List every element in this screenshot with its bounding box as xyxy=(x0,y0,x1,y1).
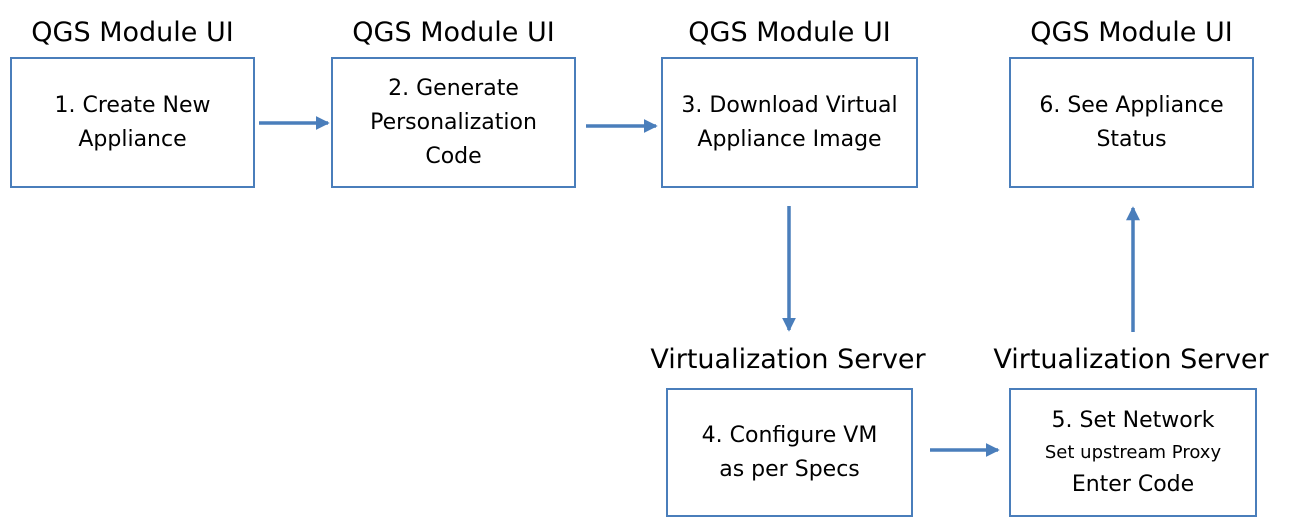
step-6-line-1: 6. See Appliance xyxy=(1039,92,1224,118)
step-1-line-2: Appliance xyxy=(78,126,187,152)
step-5-line-2: Set upstream Proxy xyxy=(1044,441,1222,463)
step-5-line-1: 5. Set Network xyxy=(1051,407,1215,433)
step-4-line-2: as per Specs xyxy=(719,456,860,482)
step-1-line-1: 1. Create New xyxy=(54,92,211,118)
step-6-box: 6. See Appliance Status xyxy=(1009,57,1254,188)
step-2-line-2: Personalization xyxy=(370,109,537,135)
step-2-line-3: Code xyxy=(425,143,482,169)
heading-step-6: QGS Module UI xyxy=(1030,17,1233,48)
step-4-box: 4. Configure VM as per Specs xyxy=(666,388,913,517)
step-3-box: 3. Download Virtual Appliance Image xyxy=(661,57,918,188)
heading-step-2: QGS Module UI xyxy=(352,17,555,48)
heading-step-3: QGS Module UI xyxy=(688,17,891,48)
step-2-line-1: 2. Generate xyxy=(388,75,519,101)
step-5-box: 5. Set Network Set upstream Proxy Enter … xyxy=(1009,388,1257,517)
step-1-box: 1. Create New Appliance xyxy=(10,57,255,188)
step-3-line-2: Appliance Image xyxy=(697,126,882,152)
heading-step-5: Virtualization Server xyxy=(993,344,1269,375)
heading-step-1: QGS Module UI xyxy=(31,17,234,48)
step-3-line-1: 3. Download Virtual xyxy=(681,92,898,118)
step-5-line-3: Enter Code xyxy=(1071,471,1195,497)
step-4-line-1: 4. Configure VM xyxy=(701,422,878,448)
step-2-box: 2. Generate Personalization Code xyxy=(331,57,576,188)
step-6-line-2: Status xyxy=(1096,126,1167,152)
heading-step-4: Virtualization Server xyxy=(650,344,926,375)
